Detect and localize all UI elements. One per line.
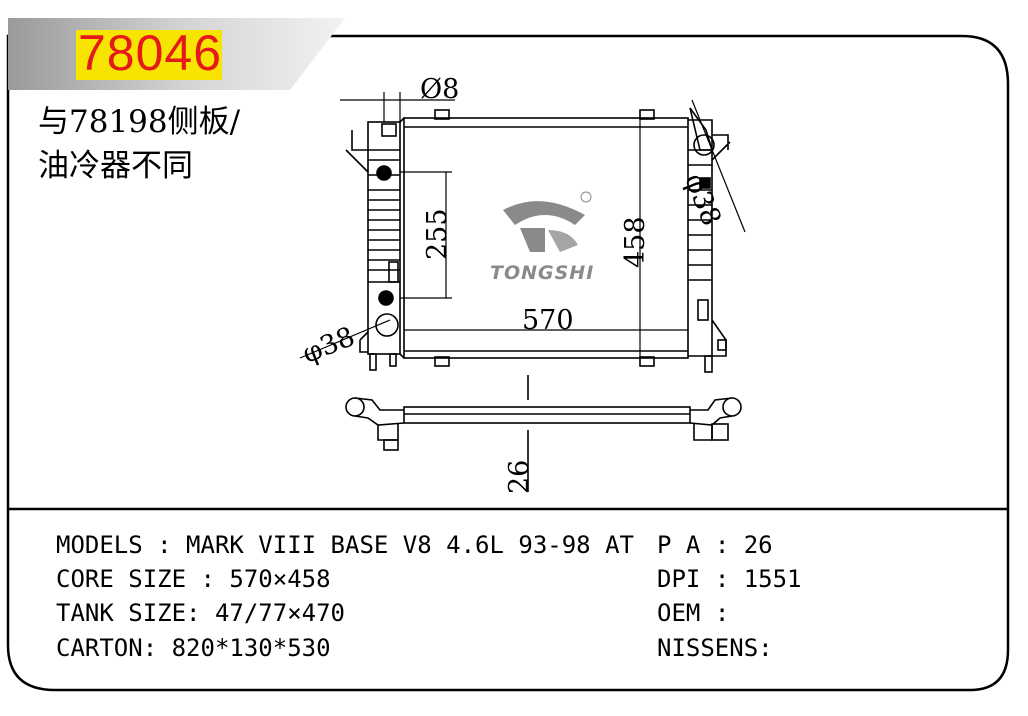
dpi-value: : 1551	[714, 565, 802, 593]
tank-size-value: 47/77×470	[214, 599, 345, 627]
core-size-label: CORE SIZE	[56, 565, 187, 593]
oem-value: :	[714, 599, 730, 627]
dimension-lines	[299, 92, 746, 359]
note-line-1: 与78198侧板/	[38, 104, 241, 140]
difference-note: 与78198侧板/ 油冷器不同	[38, 100, 240, 188]
brand-name: TONGSHI	[490, 262, 595, 284]
tank-size-label: TANK SIZE:	[56, 599, 201, 627]
dim-thickness: 26	[504, 459, 535, 494]
pa-label: P A	[657, 531, 701, 559]
tongshi-logo	[503, 191, 592, 252]
core-size-value: : 570×458	[200, 565, 331, 593]
radiator-front-view	[345, 107, 731, 373]
spec-nissens: NISSENS:	[657, 636, 773, 660]
part-number-highlight	[76, 30, 222, 80]
spec-models: MODELS : MARK VIII BASE V8 4.6L 93-98 AT	[56, 533, 634, 557]
spec-dpi: DPI : 1551	[657, 567, 802, 591]
radiator-bottom-view	[345, 375, 742, 492]
carton-value: 820*130*530	[171, 634, 331, 662]
nissens-label: NISSENS:	[657, 634, 773, 662]
note-line-2: 油冷器不同	[38, 148, 193, 184]
spec-core-size: CORE SIZE : 570×458	[56, 567, 331, 591]
dim-core-height: 458	[620, 216, 651, 268]
part-number: 78046	[78, 25, 223, 81]
models-value: : MARK VIII BASE V8 4.6L 93-98 AT	[157, 531, 634, 559]
oem-label: OEM	[657, 599, 701, 627]
spec-pa: P A : 26	[657, 533, 773, 557]
sheet-border	[6, 34, 1010, 692]
dpi-label: DPI	[657, 565, 701, 593]
carton-label: CARTON:	[56, 634, 158, 662]
pa-value: : 26	[714, 531, 773, 559]
models-label: MODELS	[56, 531, 143, 559]
dim-core-width: 570	[522, 305, 574, 336]
spec-carton: CARTON: 820*130*530	[56, 636, 331, 660]
spec-oem: OEM :	[657, 601, 729, 625]
dim-inner-height: 255	[422, 208, 453, 260]
dim-pipe-diameter: Ø8	[420, 74, 460, 105]
spec-tank-size: TANK SIZE: 47/77×470	[56, 601, 345, 625]
